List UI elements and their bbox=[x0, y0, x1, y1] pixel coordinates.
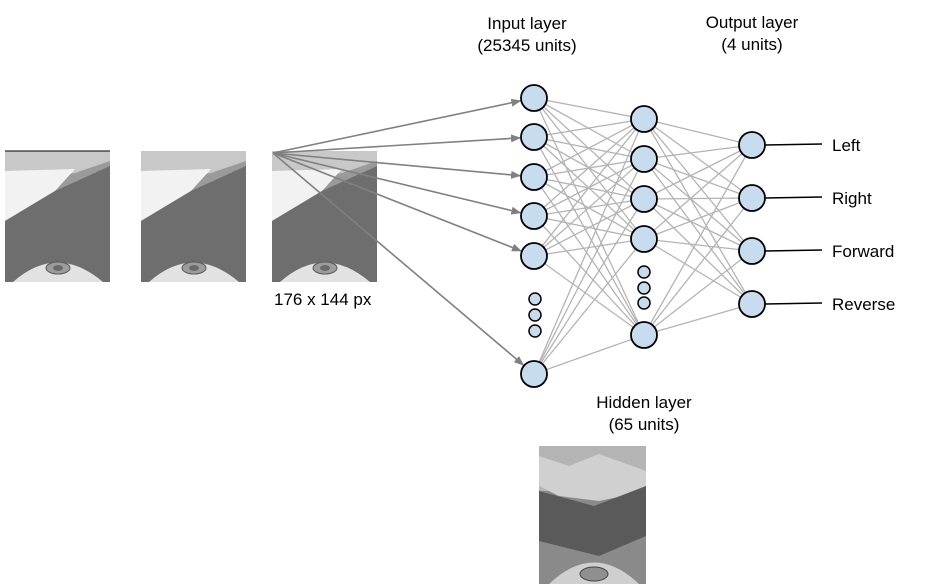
connection-line bbox=[643, 144, 753, 200]
output-label-left: Left bbox=[832, 136, 861, 155]
connection-line bbox=[643, 144, 753, 160]
connection-line bbox=[643, 118, 753, 252]
input-arrows bbox=[272, 98, 525, 366]
input-arrow bbox=[272, 152, 525, 366]
output-node bbox=[738, 184, 766, 212]
connection-line bbox=[533, 118, 645, 138]
input-arrow bbox=[272, 152, 522, 179]
input-arrow bbox=[272, 98, 522, 154]
connection-line bbox=[643, 198, 753, 252]
connection-line bbox=[643, 158, 753, 305]
connection-line bbox=[643, 118, 753, 146]
connection-line bbox=[643, 158, 753, 199]
hidden-layer-subtitle: (65 units) bbox=[608, 415, 680, 434]
connection-line bbox=[643, 303, 753, 336]
input-layer-title: Input layer bbox=[487, 14, 567, 33]
connection-line bbox=[643, 197, 753, 240]
input-node bbox=[520, 242, 548, 270]
ellipsis-dot bbox=[528, 308, 542, 322]
connection-line bbox=[533, 118, 645, 375]
connection-line bbox=[643, 118, 753, 305]
hidden-node bbox=[630, 321, 658, 349]
hidden-output-connections bbox=[643, 118, 753, 336]
output-node bbox=[738, 237, 766, 265]
ellipsis-dot bbox=[637, 296, 651, 310]
input-arrow bbox=[272, 152, 522, 215]
connection-line bbox=[643, 198, 753, 305]
connection-line bbox=[533, 158, 645, 375]
output-line bbox=[764, 196, 823, 199]
hidden-layer-title: Hidden layer bbox=[596, 393, 692, 412]
connection-line bbox=[643, 238, 753, 252]
connection-line bbox=[533, 97, 645, 336]
input-node bbox=[520, 84, 548, 112]
output-label-forward: Forward bbox=[832, 242, 895, 261]
input-layer-subtitle: (25345 units) bbox=[477, 36, 577, 55]
output-line bbox=[764, 302, 823, 305]
output-line bbox=[764, 143, 823, 146]
connection-line bbox=[533, 255, 645, 336]
connection-line bbox=[533, 176, 645, 336]
input-node bbox=[520, 123, 548, 151]
ellipsis-dot bbox=[528, 292, 542, 306]
connection-line bbox=[643, 197, 753, 200]
input-node bbox=[520, 163, 548, 191]
connection-line bbox=[533, 238, 645, 375]
input-arrow bbox=[272, 134, 522, 154]
output-layer-title: Output layer bbox=[705, 13, 799, 32]
output-label-reverse: Reverse bbox=[832, 295, 896, 314]
ellipsis-dot bbox=[528, 324, 542, 338]
connection-line bbox=[533, 118, 645, 178]
hidden-node bbox=[630, 105, 658, 133]
connection-line bbox=[643, 158, 753, 252]
output-node bbox=[738, 290, 766, 318]
input-node bbox=[520, 202, 548, 230]
connection-line bbox=[533, 158, 645, 257]
hidden-node bbox=[630, 185, 658, 213]
input-node bbox=[520, 360, 548, 388]
connection-line bbox=[533, 97, 645, 120]
connection-line bbox=[533, 215, 645, 336]
camera-frame-1 bbox=[4, 150, 111, 283]
output-line bbox=[764, 249, 823, 252]
camera-frame-2 bbox=[140, 150, 247, 283]
hidden-node bbox=[630, 145, 658, 173]
connection-line bbox=[643, 144, 753, 240]
connection-line bbox=[643, 197, 753, 336]
input-hidden-connections bbox=[533, 97, 645, 375]
input-arrow bbox=[272, 152, 522, 252]
ellipsis-dot bbox=[637, 281, 651, 295]
output-lines bbox=[764, 143, 823, 305]
connection-line bbox=[643, 118, 753, 199]
connection-line bbox=[533, 118, 645, 217]
output-layer-subtitle: (4 units) bbox=[721, 35, 783, 54]
network-nodes bbox=[520, 84, 766, 388]
connection-line bbox=[643, 250, 753, 336]
hidden-node bbox=[630, 225, 658, 253]
connection-line bbox=[533, 198, 645, 257]
camera-frame-3 bbox=[271, 150, 378, 283]
connection-line bbox=[533, 198, 645, 375]
image-size-label: 176 x 144 px bbox=[274, 290, 372, 309]
input-frames bbox=[4, 150, 378, 283]
connection-line bbox=[643, 238, 753, 305]
output-label-right: Right bbox=[832, 189, 872, 208]
ellipsis-dot bbox=[637, 265, 651, 279]
connection-line bbox=[643, 144, 753, 336]
connection-line bbox=[533, 118, 645, 257]
connection-line bbox=[533, 136, 645, 336]
connection-line bbox=[533, 334, 645, 375]
output-node bbox=[738, 131, 766, 159]
hidden-weights-image bbox=[539, 446, 646, 584]
